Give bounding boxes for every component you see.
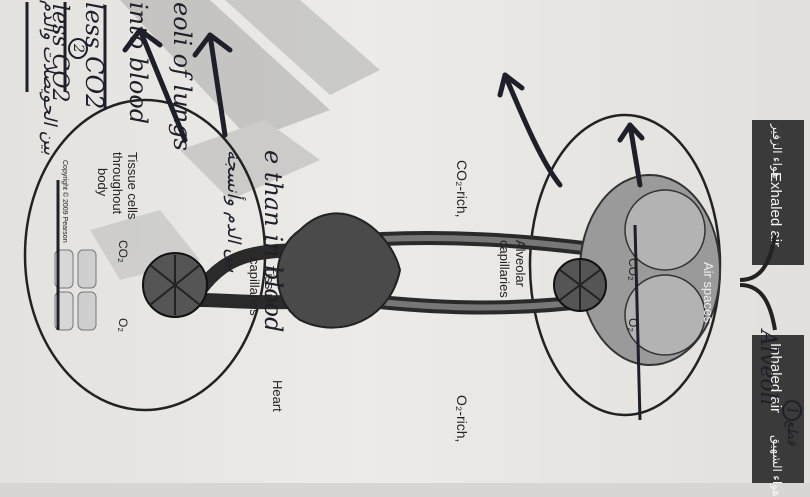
circle-number-2: 2 <box>68 38 88 59</box>
label-tissue-cells-1: Tissue cells <box>125 152 140 219</box>
note-alveoli: Alveoli <box>755 330 780 406</box>
label-alveolar-2: capillaries <box>497 240 512 298</box>
label-tissue-capillaries-1: Tissue <box>262 266 277 304</box>
label-o2-alveoli: O₂ <box>626 318 640 332</box>
label-o2-tissue: O₂ <box>116 318 130 332</box>
label-o2-rich: O₂-rich, <box>454 395 470 442</box>
note-line-into-blood: into blood <box>124 2 152 124</box>
note-arabic-top: بين الحويصلات والدم <box>39 0 60 155</box>
label-alveolar-1: Alveolar <box>513 240 528 287</box>
note-arabic-mid: بين الدم وأنسجة <box>223 150 244 273</box>
label-co2-rich: CO₂-rich, <box>454 160 470 218</box>
note-arabic-circle: قطع <box>784 420 800 446</box>
label-heart: Heart <box>270 380 285 412</box>
label-co2-alveoli: CO₂ <box>626 258 640 281</box>
label-tissue-cells-2: throughout <box>110 152 125 214</box>
note-line-alveoli: eoli of lungs <box>168 2 196 151</box>
tissue-capillary-net <box>143 253 207 317</box>
air-arrows <box>740 235 775 330</box>
tissue-cells <box>55 250 96 330</box>
label-co2-tissue: CO₂ <box>116 240 130 263</box>
scanned-page: less CO2 Exhaled air هواء الزفير Inhaled… <box>0 0 810 483</box>
label-tissue-capillaries-2: capillaries <box>247 258 262 316</box>
copyright-text: Copyright © 2009 Pearson <box>61 160 68 243</box>
label-air-spaces: Air spaces <box>701 262 716 323</box>
circle-number-1: 1 <box>782 400 802 421</box>
heart-shape <box>278 213 401 327</box>
note-line-than-blood: e than in blood <box>259 150 287 332</box>
label-tissue-cells-3: body <box>95 168 110 196</box>
